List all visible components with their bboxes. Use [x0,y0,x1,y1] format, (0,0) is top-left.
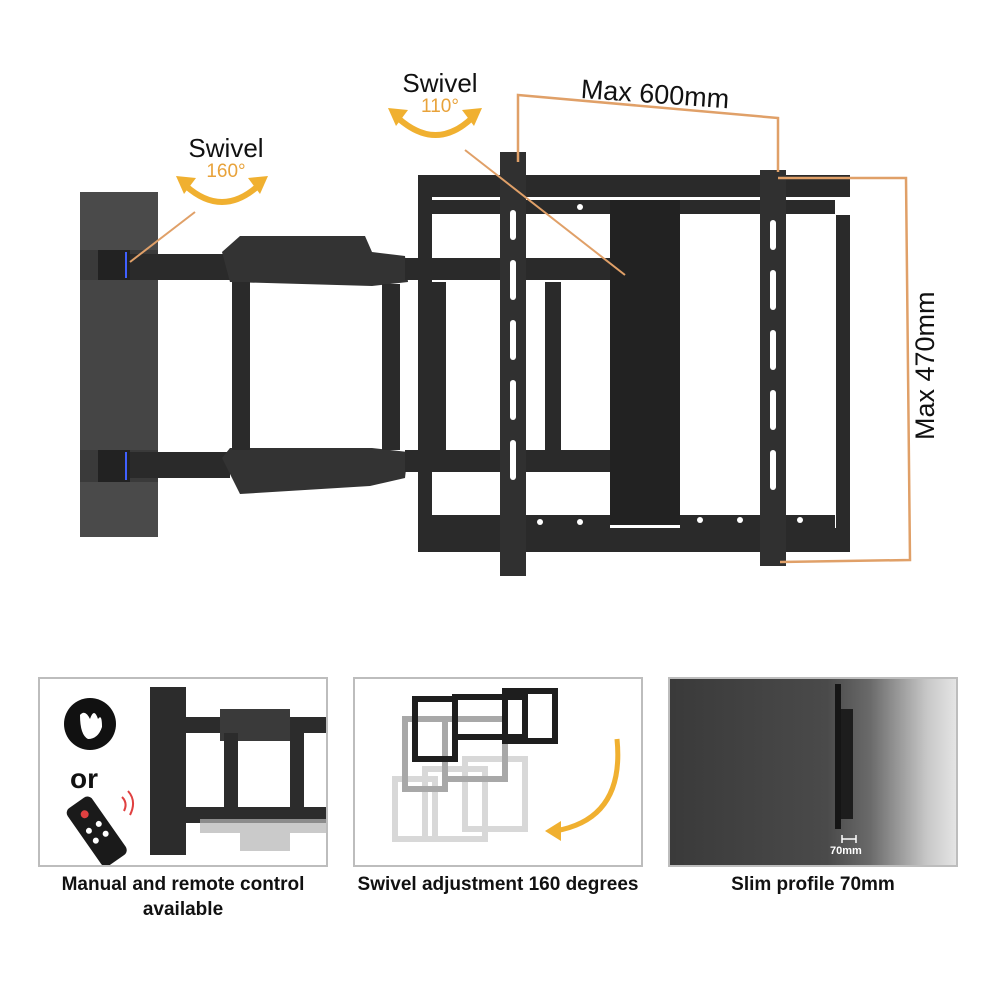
remote-control-icon [66,796,127,865]
max-height-label: Max 470mm [910,291,940,440]
swivel-label: Swivel [402,68,478,98]
dimension-lines [516,93,912,564]
wall-plate [80,192,158,537]
swivel-label: Swivel [188,133,264,163]
tv-bracket [418,152,850,576]
caption-swivel: Swivel adjustment 160 degrees [357,874,639,895]
slim-dimension-label: 70mm [830,845,862,857]
slim-profile-illustration [835,684,857,843]
leader-lines [129,149,626,276]
curved-arrow-icon [184,115,475,205]
swivel-angle: 110° [421,96,459,117]
feature-panel-slim: 70mm [668,677,958,867]
rail-slots [510,204,803,525]
caption-control: Manual and remote control available [61,874,305,920]
swivel-angle: 160° [206,161,246,182]
feature-panel-control: or [38,677,328,867]
caption-slim: Slim profile 70mm [731,874,895,895]
or-text: or [70,763,98,794]
swivel-illustration [392,688,621,842]
swivel-160-callout: Swivel 160° [170,134,282,182]
manual-remote-illustration [64,687,326,865]
swivel-110-callout: Swivel 110° [384,69,496,117]
tv-mount-illustration [80,93,912,576]
curved-arrow-icon [554,738,621,834]
arrow-heads [176,108,482,194]
feature-panel-swivel [353,677,643,867]
swing-arms [130,236,615,494]
